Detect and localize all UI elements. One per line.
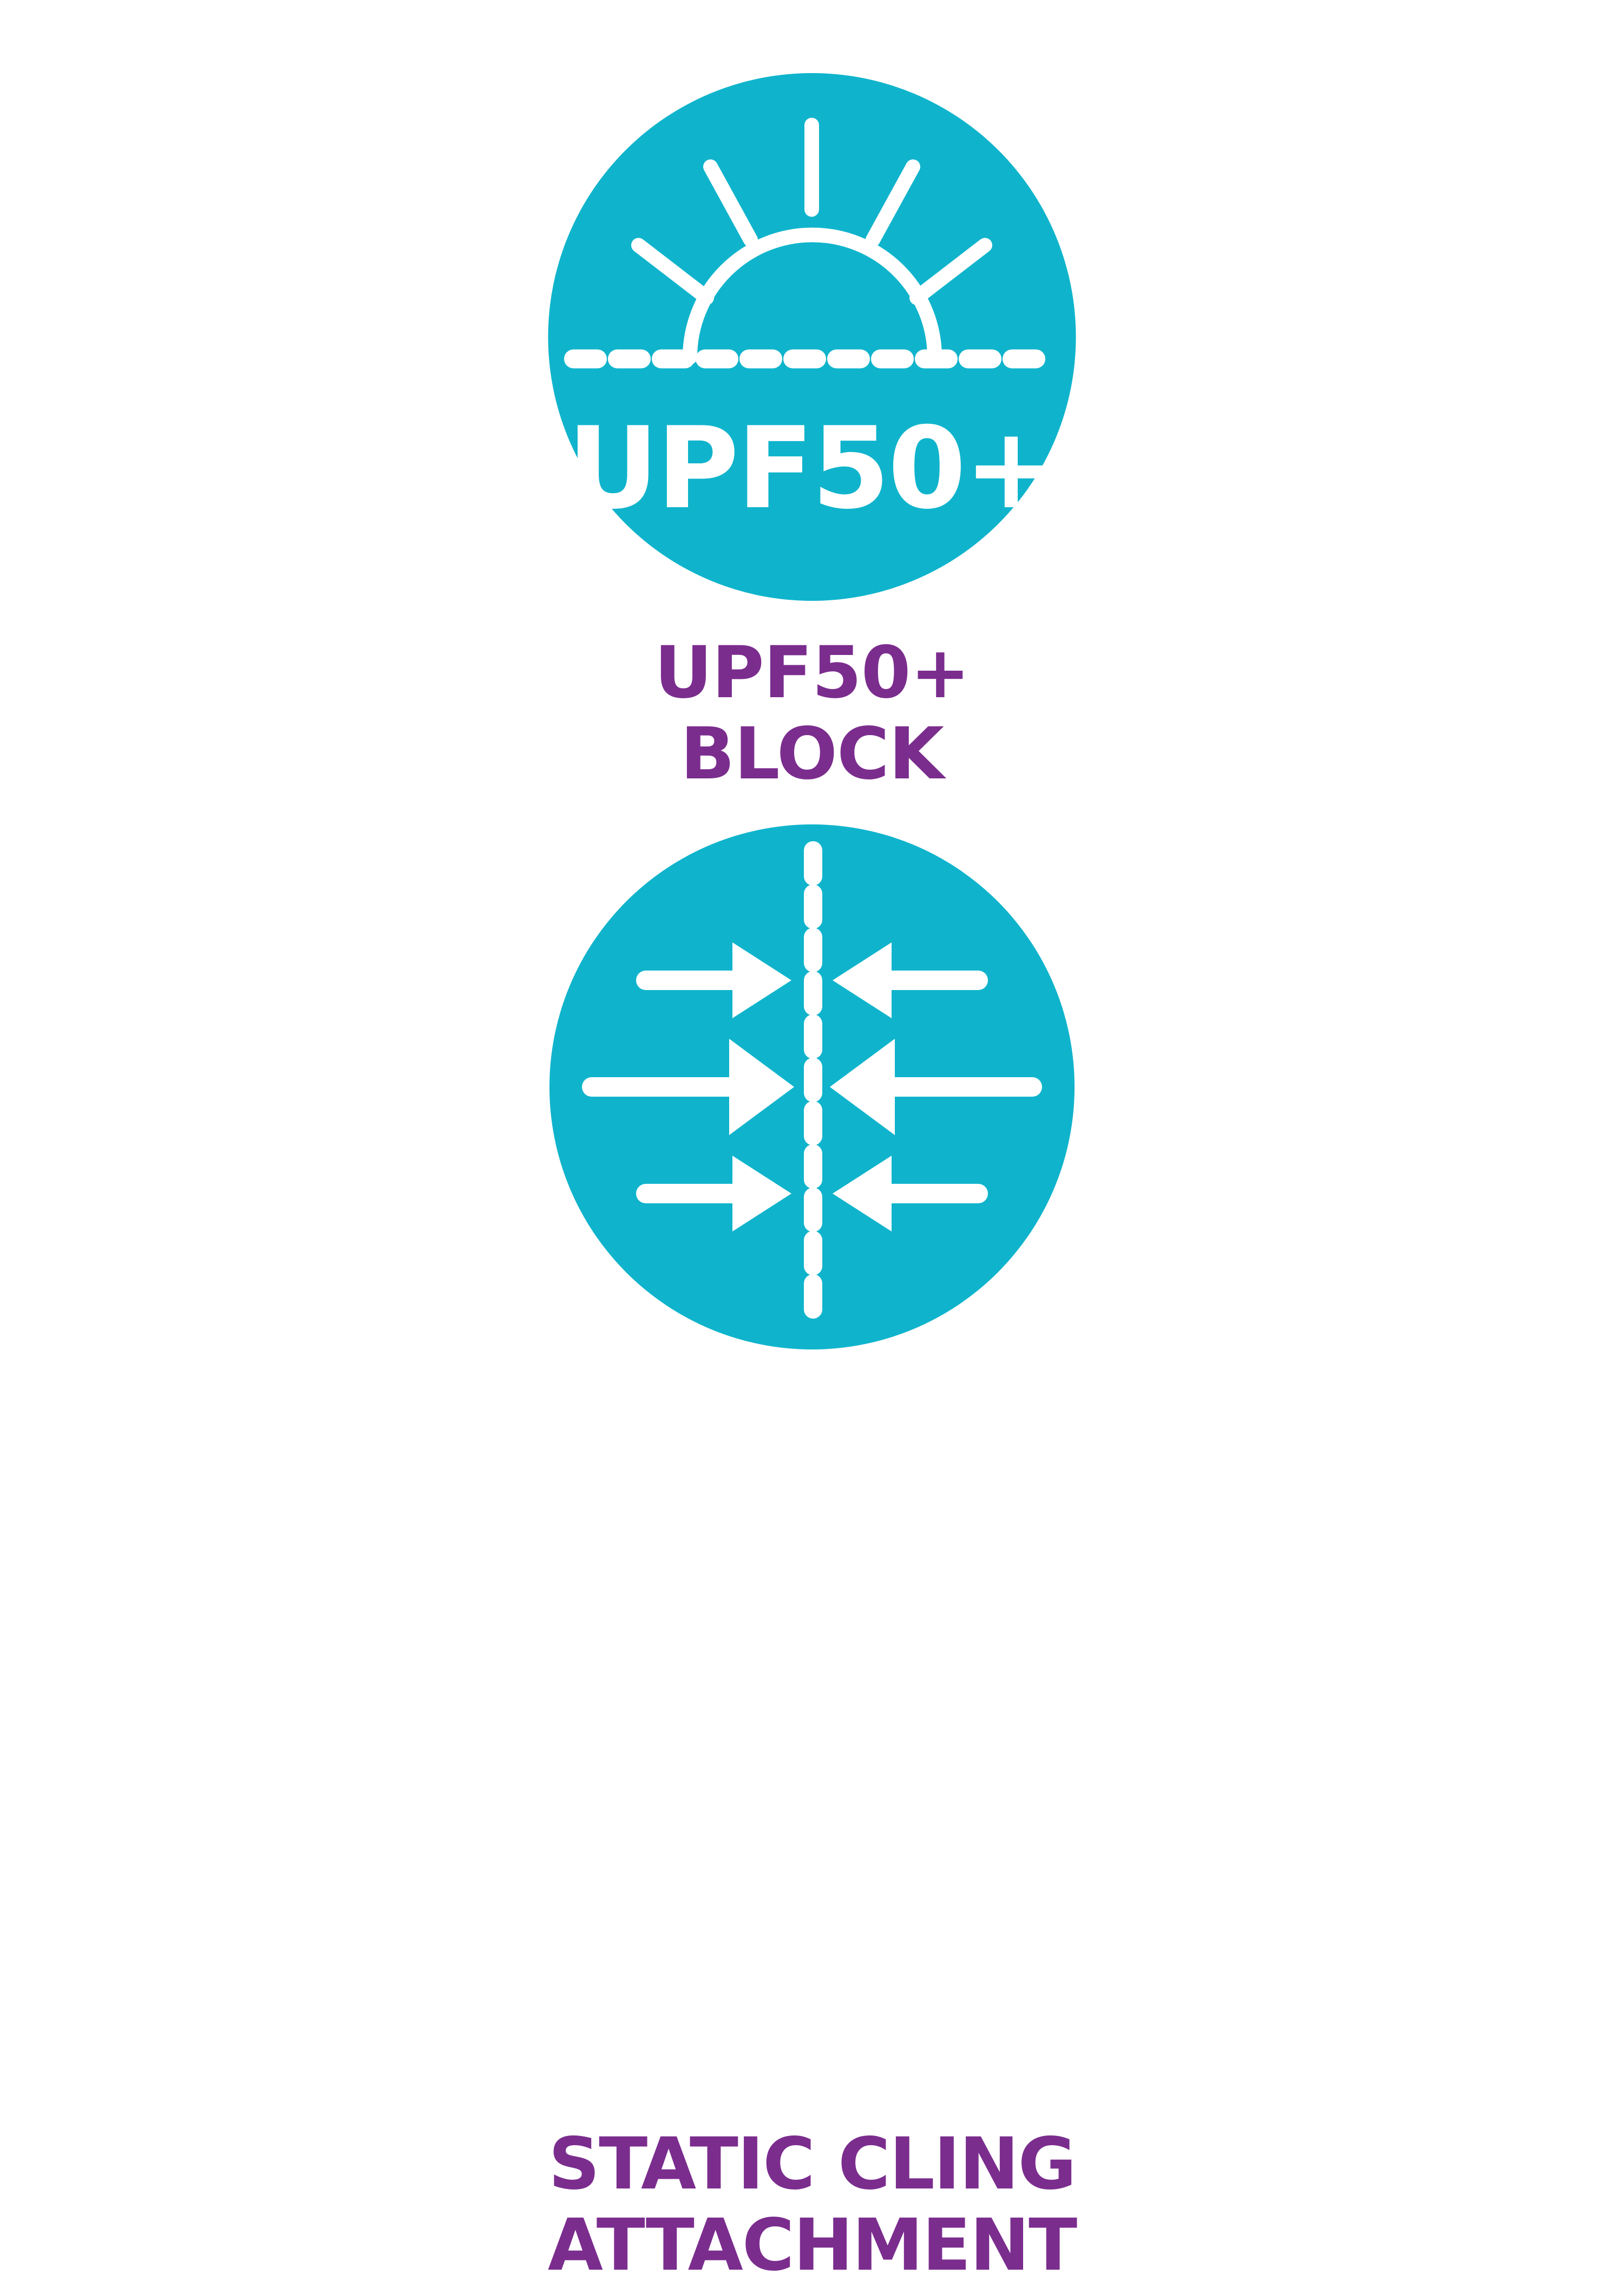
- badge-upf50-block: UPF50+ UPF50+ BLOCK: [0, 0, 1624, 795]
- arrow-right-middle: [582, 1039, 794, 1135]
- caption-static-cling-line-1: STATIC CLING: [548, 2122, 1077, 2206]
- caption-upf50-line-1: UPF50+: [654, 631, 970, 715]
- badge-upf50-icon-area: UPF50+: [0, 0, 1624, 601]
- caption-upf50-block: UPF50+ BLOCK: [0, 632, 1624, 795]
- caption-static-cling-line-2: ATTACHMENT: [547, 2204, 1077, 2287]
- caption-static-cling: STATIC CLING ATTACHMENT: [0, 2124, 1624, 2286]
- badge-upf50-wordmark: UPF50+: [567, 403, 1056, 534]
- sun-over-horizon-icon: UPF50+: [564, 117, 1060, 534]
- arrow-left-bottom: [833, 1156, 988, 1231]
- sun-ray-upper-right: [866, 159, 920, 247]
- arrow-right-bottom: [636, 1156, 791, 1231]
- caption-upf50-line-2: BLOCK: [680, 712, 944, 796]
- badge-static-cling-icon-area: [0, 747, 1624, 1349]
- arrow-right-top: [636, 942, 791, 1018]
- sun-arc: [683, 227, 942, 365]
- converging-arrows-icon: [582, 841, 1042, 1333]
- sun-ray-left: [631, 238, 714, 305]
- arrow-left-top: [833, 942, 988, 1018]
- arrow-left-middle: [830, 1039, 1042, 1135]
- sun-ray-right: [909, 238, 992, 305]
- badge-static-cling: STATIC CLING ATTACHMENT: [0, 747, 1624, 2286]
- sun-ray-upper-left: [703, 159, 758, 247]
